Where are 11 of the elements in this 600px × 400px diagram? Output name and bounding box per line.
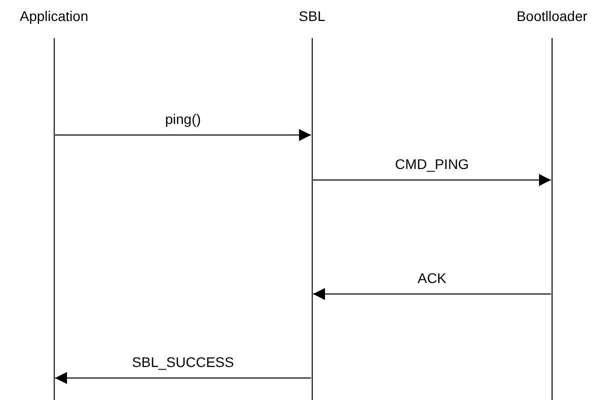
edge-label: CMD_PING xyxy=(393,156,471,172)
edge-label: SBL_SUCCESS xyxy=(130,354,236,370)
edge-label: ACK xyxy=(416,270,448,286)
arrow xyxy=(54,129,312,141)
participant-label: Application xyxy=(20,8,88,24)
arrow xyxy=(54,372,312,384)
participant-label: SBL xyxy=(298,8,326,24)
arrow xyxy=(312,174,552,186)
participant-label: Bootlloader xyxy=(516,8,588,24)
edge-label: ping() xyxy=(163,111,203,127)
arrow xyxy=(312,288,552,300)
